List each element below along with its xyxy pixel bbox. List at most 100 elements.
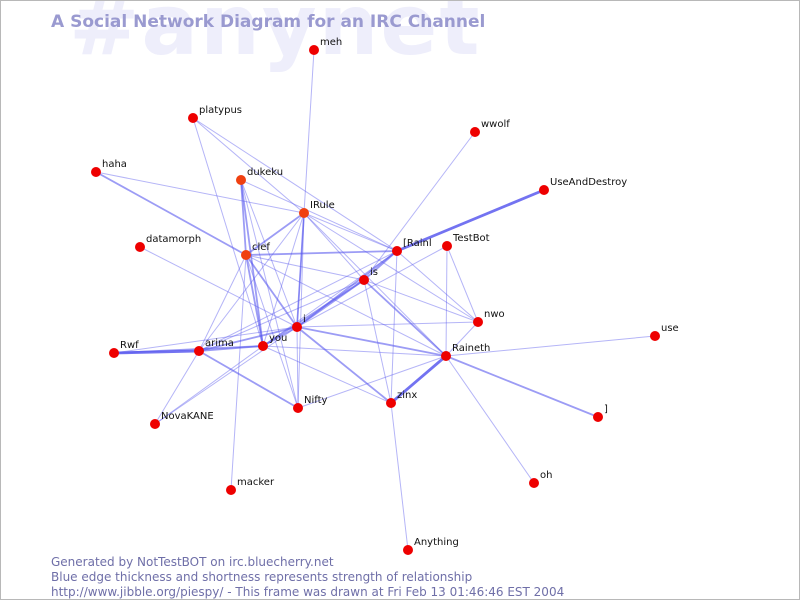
edge-arima-you xyxy=(198,345,264,352)
edge-IRule-you xyxy=(262,212,305,347)
edge-clef-arima xyxy=(198,254,247,352)
node-Rainl xyxy=(392,246,402,256)
node-label-UseAndDestroy: UseAndDestroy xyxy=(550,177,627,188)
edge-clef-i xyxy=(245,254,298,328)
edges-layer xyxy=(95,49,656,551)
node-Raineth xyxy=(441,351,451,361)
node-NovaKANE xyxy=(150,419,160,429)
node-label-clef: clef xyxy=(252,242,270,253)
edge-you-NovaKANE xyxy=(154,345,264,425)
edge-wwolf-is xyxy=(363,131,476,281)
edge-dukeku-Rainl xyxy=(240,179,398,252)
edge-Raineth-nwo xyxy=(445,321,479,357)
node-use xyxy=(650,331,660,341)
node-oh xyxy=(529,478,539,488)
node-label-Nifty: Nifty xyxy=(304,395,328,406)
node-label-dukeku: dukeku xyxy=(247,167,283,178)
edge-is-nwo xyxy=(363,279,479,323)
edge-i-you xyxy=(262,326,298,347)
edge-clef-you xyxy=(245,254,264,347)
footer-url-timestamp: http://www.jibble.org/piespy/ - This fra… xyxy=(51,585,565,599)
node-label-i: i xyxy=(303,314,306,325)
edge-Raineth-bracket xyxy=(445,355,599,418)
node-label-is: is xyxy=(370,267,378,278)
node-label-Anything: Anything xyxy=(414,537,459,548)
nodes-layer xyxy=(91,45,660,555)
edge-you-Raineth xyxy=(262,345,447,357)
edge-haha-IRule xyxy=(95,171,305,214)
node-Nifty xyxy=(293,403,303,413)
node-label-macker: macker xyxy=(237,477,275,488)
node-label-nwo: nwo xyxy=(484,309,505,320)
edge-platypus-Rainl xyxy=(192,117,398,252)
node-TestBot xyxy=(442,241,452,251)
node-label-NovaKANE: NovaKANE xyxy=(161,411,214,422)
node-IRule xyxy=(299,208,309,218)
edge-is-you xyxy=(262,279,365,347)
node-bracket xyxy=(593,412,603,422)
edge-is-arima xyxy=(198,279,365,352)
footer-legend: Blue edge thickness and shortness repres… xyxy=(51,570,473,584)
node-wwolf xyxy=(470,127,480,137)
node-label-bracket: ] xyxy=(604,404,608,415)
node-label-zinx: zinx xyxy=(397,390,417,401)
edge-Rainl-arima xyxy=(198,250,398,352)
edge-is-zinx xyxy=(363,279,392,404)
edge-IRule-Rainl xyxy=(303,212,398,252)
edge-haha-clef xyxy=(95,171,247,256)
edge-Raineth-oh xyxy=(445,355,535,484)
edge-i-NovaKANE xyxy=(154,326,298,425)
edge-i-arima xyxy=(198,326,298,352)
node-label-Raineth: Raineth xyxy=(452,343,490,354)
node-label-arima: arima xyxy=(205,338,234,349)
edge-TestBot-Raineth xyxy=(445,245,448,357)
node-label-platypus: platypus xyxy=(199,105,242,116)
edge-datamorph-i xyxy=(139,246,298,328)
edge-IRule-Raineth xyxy=(303,212,447,357)
edge-clef-Nifty xyxy=(245,254,299,409)
edge-IRule-is xyxy=(303,212,365,281)
node-meh xyxy=(309,45,319,55)
edge-arima-Nifty xyxy=(198,350,299,409)
edge-i-nwo xyxy=(296,321,479,328)
edge-Rainl-you xyxy=(262,250,398,347)
node-you xyxy=(258,341,268,351)
edge-UseAndDestroy-Rainl xyxy=(395,188,546,253)
node-Rwf xyxy=(109,348,119,358)
node-label-haha: haha xyxy=(102,159,127,170)
node-datamorph xyxy=(135,242,145,252)
node-label-oh: oh xyxy=(540,470,552,481)
node-clef xyxy=(241,250,251,260)
node-platypus xyxy=(188,113,198,123)
edge-IRule-nwo xyxy=(303,212,479,323)
edge-is-Raineth xyxy=(363,279,447,357)
node-label-Rwf: Rwf xyxy=(120,340,139,351)
footer-info: Generated by NotTestBOT on irc.bluecherr… xyxy=(51,555,565,599)
diagram-title: A Social Network Diagram for an IRC Chan… xyxy=(51,12,486,32)
node-nwo xyxy=(473,317,483,327)
node-haha xyxy=(91,167,101,177)
edge-i-zinx xyxy=(296,326,392,404)
edge-Rainl-zinx xyxy=(390,250,398,404)
edge-i-Nifty xyxy=(296,326,299,409)
edge-clef-macker xyxy=(230,254,247,491)
node-Anything xyxy=(403,545,413,555)
node-is xyxy=(359,275,369,285)
node-dukeku xyxy=(236,175,246,185)
node-macker xyxy=(226,485,236,495)
node-label-meh: meh xyxy=(320,37,342,48)
edge-Raineth-zinx xyxy=(389,354,448,405)
node-label-TestBot: TestBot xyxy=(452,233,490,244)
edge-arima-NovaKANE xyxy=(154,350,200,425)
node-zinx xyxy=(386,398,396,408)
edge-clef-Rainl xyxy=(245,250,398,256)
edge-i-Rwf xyxy=(113,326,298,354)
edge-zinx-Anything xyxy=(390,402,409,551)
edge-IRule-Nifty xyxy=(297,212,305,409)
edge-platypus-IRule xyxy=(192,117,305,214)
node-label-datamorph: datamorph xyxy=(146,234,201,245)
edge-Rainl-nwo xyxy=(396,250,479,323)
edge-clef-Raineth xyxy=(245,254,447,357)
